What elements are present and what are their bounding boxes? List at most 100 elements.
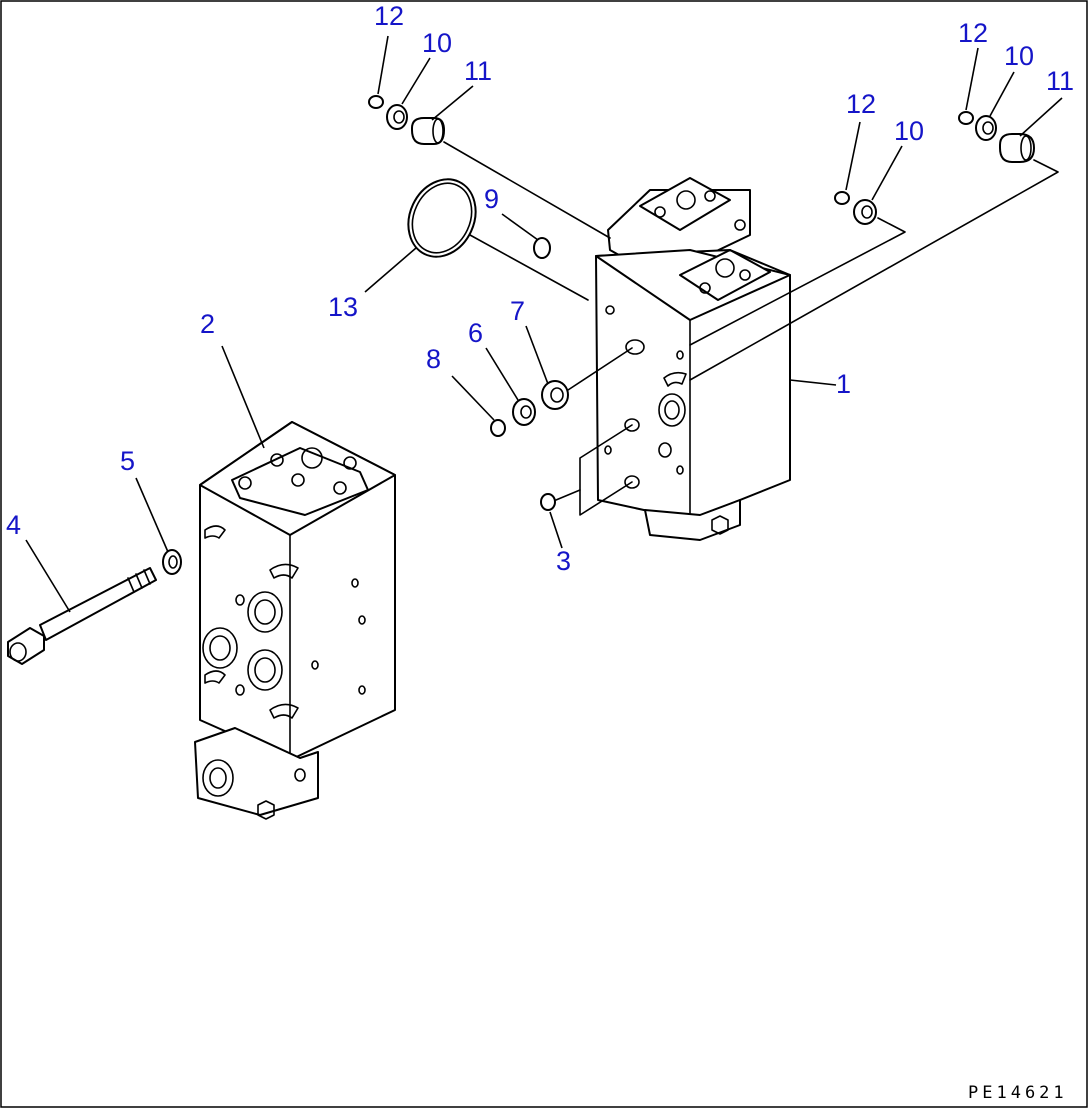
- part-4-thread: [135, 573, 143, 589]
- part-1-top-plug: [676, 190, 696, 210]
- callout-11b: 11: [1046, 66, 1074, 96]
- callout-10a: 10: [422, 28, 452, 58]
- part-2-cover-bolt: [333, 481, 347, 495]
- part-12-o-ring: [958, 111, 974, 125]
- callout-8: 8: [426, 344, 441, 374]
- part-1-top-bolt: [704, 190, 716, 202]
- leader-8: [451, 375, 495, 421]
- small-parts: [368, 95, 1035, 511]
- part-1-valve-block: [595, 177, 791, 541]
- part-8-o-ring: [490, 419, 506, 437]
- part-2-cover-bolt: [270, 453, 284, 467]
- callout-4: 4: [6, 510, 21, 540]
- part-1-port-large: [658, 393, 686, 427]
- part-4-thread: [127, 577, 135, 593]
- leader-12b: [965, 47, 979, 111]
- part-1-port: [624, 418, 640, 432]
- part-2-cover-bolt: [238, 476, 252, 490]
- assembly-line: [579, 424, 633, 516]
- part-11-plug-face: [432, 118, 444, 144]
- part-2-end-port: [202, 759, 234, 797]
- part-12-o-ring: [368, 95, 384, 109]
- part-11-plug-face: [1020, 135, 1032, 161]
- assembly-lines: [443, 141, 1059, 516]
- part-6-seal: [512, 398, 536, 426]
- part-13-o-ring: [407, 178, 477, 258]
- part-2-port-inner: [254, 657, 276, 683]
- part-1-top-bolt: [654, 206, 666, 218]
- part-2-end-plug: [257, 800, 275, 820]
- part-1-top-bolt: [734, 219, 746, 231]
- leader-10a: [401, 57, 431, 105]
- assembly-line: [469, 234, 589, 301]
- part-11-plug: [411, 117, 445, 145]
- drawing-code: PE14621: [968, 1083, 1068, 1103]
- part-1-slot: [663, 371, 687, 387]
- callout-12a: 12: [374, 1, 404, 31]
- part-4-tie-bolt: [7, 567, 157, 665]
- part-1-port-inner: [664, 400, 680, 420]
- callout-11a: 11: [464, 56, 492, 86]
- leader-12c: [845, 121, 861, 191]
- part-5-hole: [168, 555, 178, 569]
- part-6-seal-hole: [520, 405, 532, 419]
- leader-9: [501, 213, 539, 241]
- part-4-head: [7, 627, 45, 665]
- assembly-line: [689, 159, 1059, 381]
- leader-13: [364, 247, 417, 293]
- part-10-seal: [853, 199, 877, 225]
- callout-10b: 10: [1004, 41, 1034, 71]
- part-2-port-large: [247, 649, 283, 691]
- part-10-seal-hole: [861, 205, 873, 219]
- callout-6: 6: [468, 318, 483, 348]
- callout-9: 9: [484, 184, 499, 214]
- part-2-port-inner: [254, 599, 276, 625]
- leader-2: [221, 345, 265, 449]
- part-1-bolt-hole: [676, 350, 684, 360]
- leader-10b: [989, 71, 1015, 117]
- part-5-washer: [162, 549, 182, 575]
- part-2-end-hole: [294, 768, 306, 782]
- part-4-head-face: [9, 642, 27, 662]
- part-10-seal: [386, 104, 408, 130]
- assembly-line: [689, 217, 906, 346]
- part-1-bolt-hole: [676, 465, 684, 475]
- callout-12c: 12: [846, 89, 876, 119]
- part-2-bolt-hole: [311, 660, 319, 670]
- part-2-slot: [204, 525, 226, 539]
- part-2-port-large: [202, 627, 238, 669]
- callout-2: 2: [200, 309, 215, 339]
- leader-11b: [1019, 97, 1063, 137]
- part-2-bolt-hole: [235, 684, 245, 696]
- callout-10c: 10: [894, 116, 924, 146]
- leader-1: [789, 379, 837, 386]
- part-7-plug: [541, 380, 569, 410]
- assembly-line: [555, 489, 581, 501]
- part-2-cover-plug: [301, 447, 323, 469]
- part-2-end-port-inner: [209, 767, 227, 789]
- callout-12b: 12: [958, 18, 988, 48]
- callout-13: 13: [328, 292, 358, 322]
- part-2-slot: [269, 703, 299, 719]
- part-1-bolt-hole: [604, 445, 612, 455]
- part-1-port: [658, 442, 672, 458]
- part-2-bolt-hole: [358, 615, 366, 625]
- part-1-base: [644, 499, 741, 541]
- part-10-seal-hole: [982, 121, 994, 135]
- part-2-cover-bolt: [291, 473, 305, 487]
- part-1-port: [624, 475, 640, 489]
- part-10-seal-hole: [393, 110, 405, 124]
- part-4-thread: [143, 569, 151, 585]
- part-1-base-plug: [711, 515, 729, 535]
- leader-10c: [871, 145, 903, 201]
- leader-lines: [25, 35, 1063, 613]
- part-1-bolt-hole: [605, 305, 615, 315]
- part-1-port: [625, 339, 645, 355]
- part-7-plug-hole: [550, 387, 564, 403]
- part-2-bolt-hole: [235, 594, 245, 606]
- part-2-port-large: [247, 591, 283, 633]
- leader-7: [525, 325, 549, 385]
- part-5-ring: [162, 549, 182, 575]
